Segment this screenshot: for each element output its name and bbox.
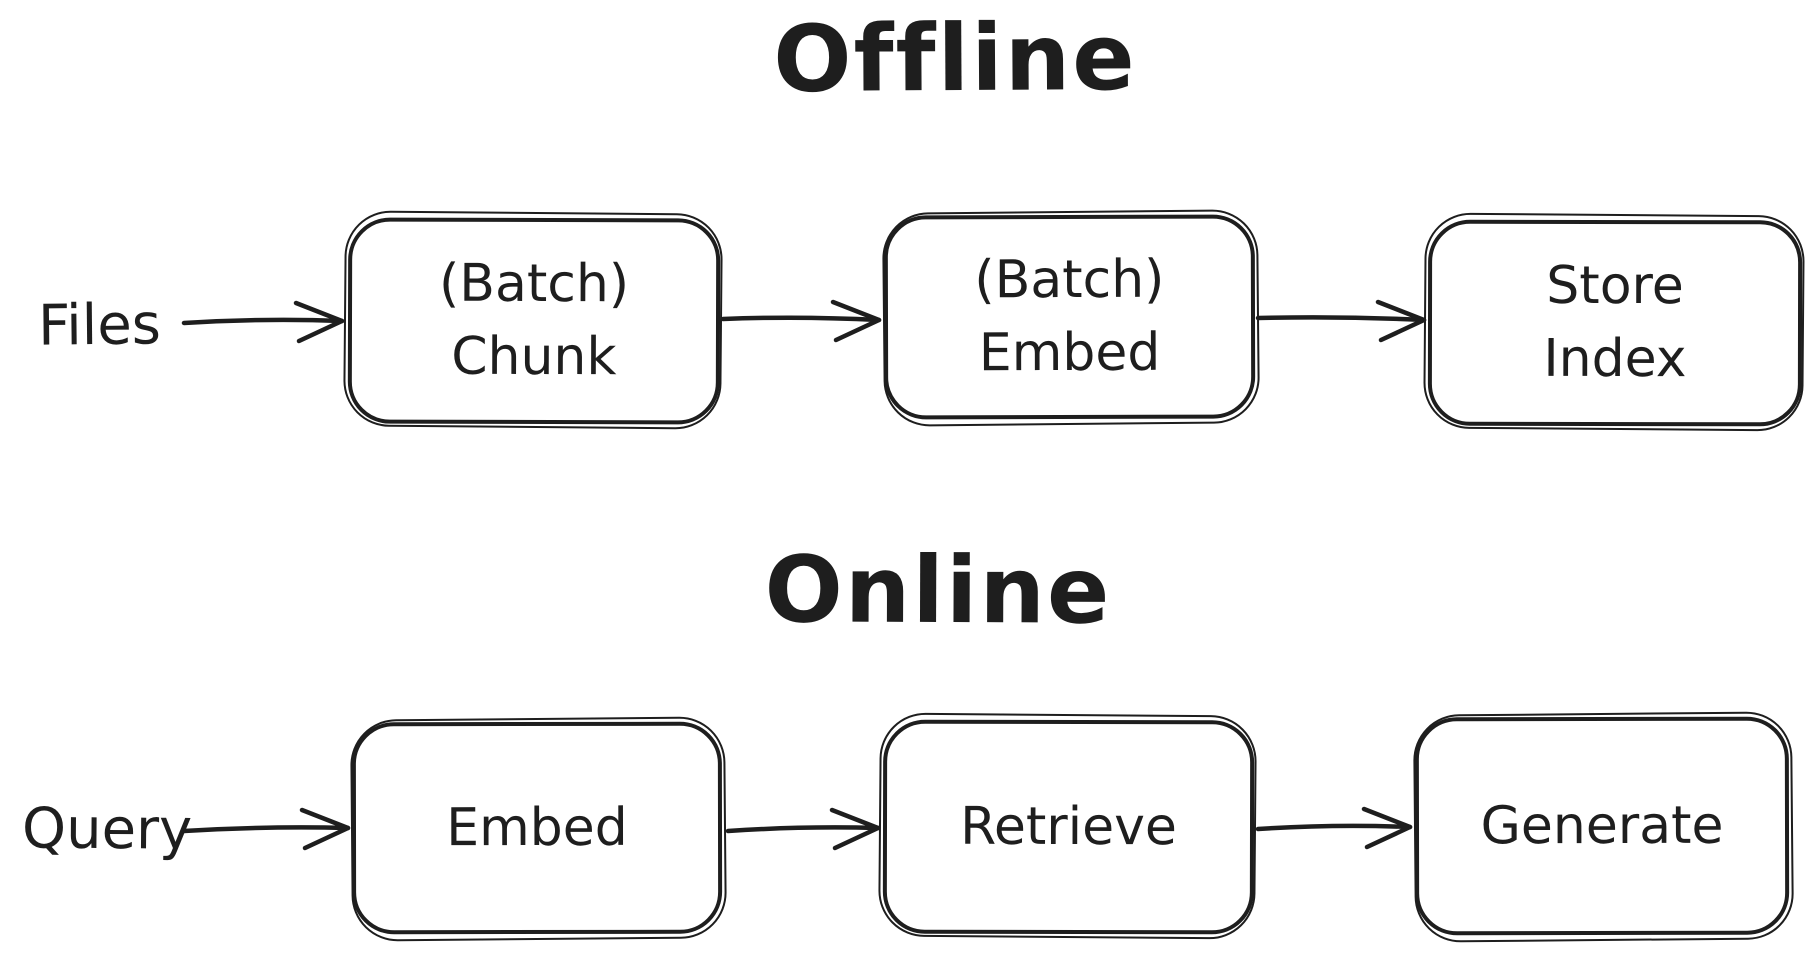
node-label-line: Chunk (451, 326, 617, 388)
node-retrieve: Retrieve (882, 719, 1255, 935)
node-label-line: (Batch) (438, 253, 630, 315)
arrow-query-to-embed (181, 807, 351, 851)
node-label-line: Index (1543, 328, 1687, 390)
node-batch-embed: (Batch) Embed (883, 214, 1256, 420)
node-embed: Embed (351, 721, 723, 935)
section-title-offline: Offline (773, 4, 1137, 113)
node-store-index: Store Index (1427, 219, 1803, 427)
node-batch-chunk: (Batch) Chunk (347, 217, 721, 425)
arrow-batch-embed-to-store-index (1255, 299, 1427, 343)
section-title-online: Online (764, 536, 1112, 645)
arrow-files-to-batch-chunk (181, 300, 345, 344)
node-label-line: (Batch) (974, 249, 1165, 311)
node-label-line: Retrieve (960, 796, 1177, 857)
input-label-files: Files (37, 292, 162, 359)
arrow-batch-chunk-to-batch-embed (720, 299, 882, 343)
node-generate: Generate (1414, 716, 1790, 936)
node-label-line: Store (1546, 256, 1684, 317)
input-label-query: Query (21, 796, 193, 863)
node-label-line: Embed (978, 322, 1161, 384)
node-label-line: Generate (1480, 795, 1724, 856)
node-label-line: Embed (446, 797, 628, 858)
arrow-retrieve-to-generate (1255, 806, 1413, 850)
arrow-embed-to-retrieve (725, 807, 881, 851)
